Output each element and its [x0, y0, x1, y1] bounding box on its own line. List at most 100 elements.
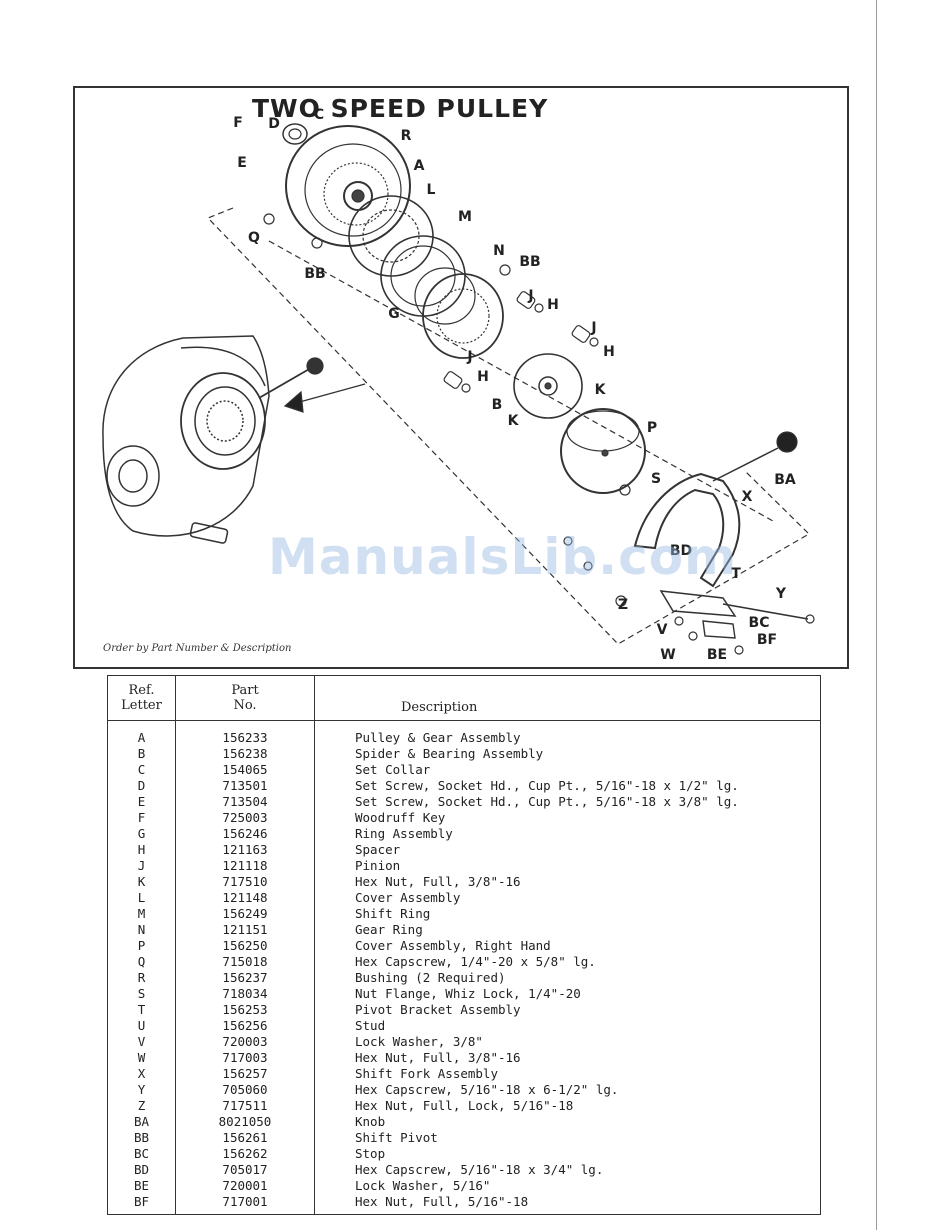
callout-label: E [237, 155, 247, 171]
explode-axis [268, 240, 774, 522]
figure-title: TWO SPEED PULLEY [252, 94, 549, 123]
set-collar [282, 123, 308, 145]
callout-label: Y [775, 586, 787, 602]
ref-letter-cell: BF [133, 1194, 150, 1209]
description-cell: Hex Nut, Full, Lock, 5/16"-18 [314, 1098, 821, 1114]
part-number-cell: 156253 [175, 1002, 315, 1018]
ref-letter-cell: T [137, 1002, 146, 1017]
ref-letter-cell: D [137, 778, 146, 793]
part-number-cell: 121148 [175, 890, 315, 906]
callout-label: V [656, 622, 668, 638]
callout-label: J [467, 349, 473, 365]
callout-label: BA [774, 472, 796, 488]
ref-letter-cell: Y [137, 1082, 146, 1097]
callout-label: D [268, 116, 280, 132]
part-number-cell: 717511 [175, 1098, 315, 1114]
description-cell: Hex Capscrew, 1/4"-20 x 5/8" lg. [314, 954, 821, 970]
part-number-cell: 156237 [175, 970, 315, 986]
description-cell: Bushing (2 Required) [314, 970, 821, 986]
part-number-cell: 705060 [175, 1082, 315, 1098]
callout-label: T [731, 566, 741, 582]
callout-label: Z [617, 597, 629, 613]
description-cell: Shift Pivot [314, 1130, 821, 1146]
callout-label: L [426, 182, 436, 198]
description-cell: Stop [314, 1146, 821, 1162]
part-number-cell: 121163 [175, 842, 315, 858]
header-description: Description [314, 675, 821, 721]
callout-label: W [660, 647, 676, 663]
ref-letter-cell: Q [137, 954, 146, 969]
stop [702, 620, 736, 639]
description-cell: Stud [314, 1018, 821, 1034]
part-number-cell: 717510 [175, 874, 315, 890]
callout-label: H [603, 344, 615, 360]
ref-letter-cell: E [137, 794, 146, 809]
ref-letter-cell: A [137, 730, 146, 745]
part-number-cell: 715018 [175, 954, 315, 970]
description-cell: Shift Fork Assembly [314, 1066, 821, 1082]
ref-letter-cell: X [137, 1066, 146, 1081]
engine-housing [102, 335, 270, 544]
part-number-cell: 156262 [175, 1146, 315, 1162]
part-number-cell: 725003 [175, 810, 315, 826]
description-cell: Spacer [314, 842, 821, 858]
page-margin-line [876, 0, 877, 1230]
ref-letter-cell: V [137, 1034, 146, 1049]
knob [776, 431, 798, 453]
part-number-cell: 718034 [175, 986, 315, 1002]
ref-letter-cell: P [137, 938, 146, 953]
description-cell: Woodruff Key [314, 810, 821, 826]
callout-label: G [388, 306, 400, 322]
callout-label: BB [519, 254, 541, 270]
ref-letter-cell: C [137, 762, 146, 777]
ring-assembly [414, 267, 476, 325]
callout-label: X [741, 489, 753, 505]
description-cell: Hex Nut, Full, 3/8"-16 [314, 874, 821, 890]
description-cell: Cover Assembly [314, 890, 821, 906]
part-number-cell: 717001 [175, 1194, 315, 1210]
callout-label: Q [248, 230, 260, 246]
ref-letter-cell: Z [137, 1098, 146, 1113]
callout-label: P [646, 420, 658, 436]
cover-assembly-right [560, 408, 646, 494]
description-cell: Lock Washer, 5/16" [314, 1178, 821, 1194]
callout-label: K [507, 413, 519, 429]
order-note: Order by Part Number & Description [103, 643, 292, 654]
part-number-cell: 156257 [175, 1066, 315, 1082]
ref-letter-cell: BE [133, 1178, 150, 1193]
description-cell: Pivot Bracket Assembly [314, 1002, 821, 1018]
ref-letter-cell: F [137, 810, 146, 825]
callout-label: BD [669, 543, 693, 559]
header-part-no: Part No. [175, 675, 315, 721]
part-number-cell: 156238 [175, 746, 315, 762]
callout-label: BC [748, 615, 770, 631]
description-cell: Set Screw, Socket Hd., Cup Pt., 5/16"-18… [314, 778, 821, 794]
callout-label: BF [756, 632, 778, 648]
description-cell: Hex Nut, Full, 5/16"-18 [314, 1194, 821, 1210]
ref-letter-cell: R [137, 970, 146, 985]
ref-letter-cell: B [137, 746, 146, 761]
part-number-cell: 156250 [175, 938, 315, 954]
